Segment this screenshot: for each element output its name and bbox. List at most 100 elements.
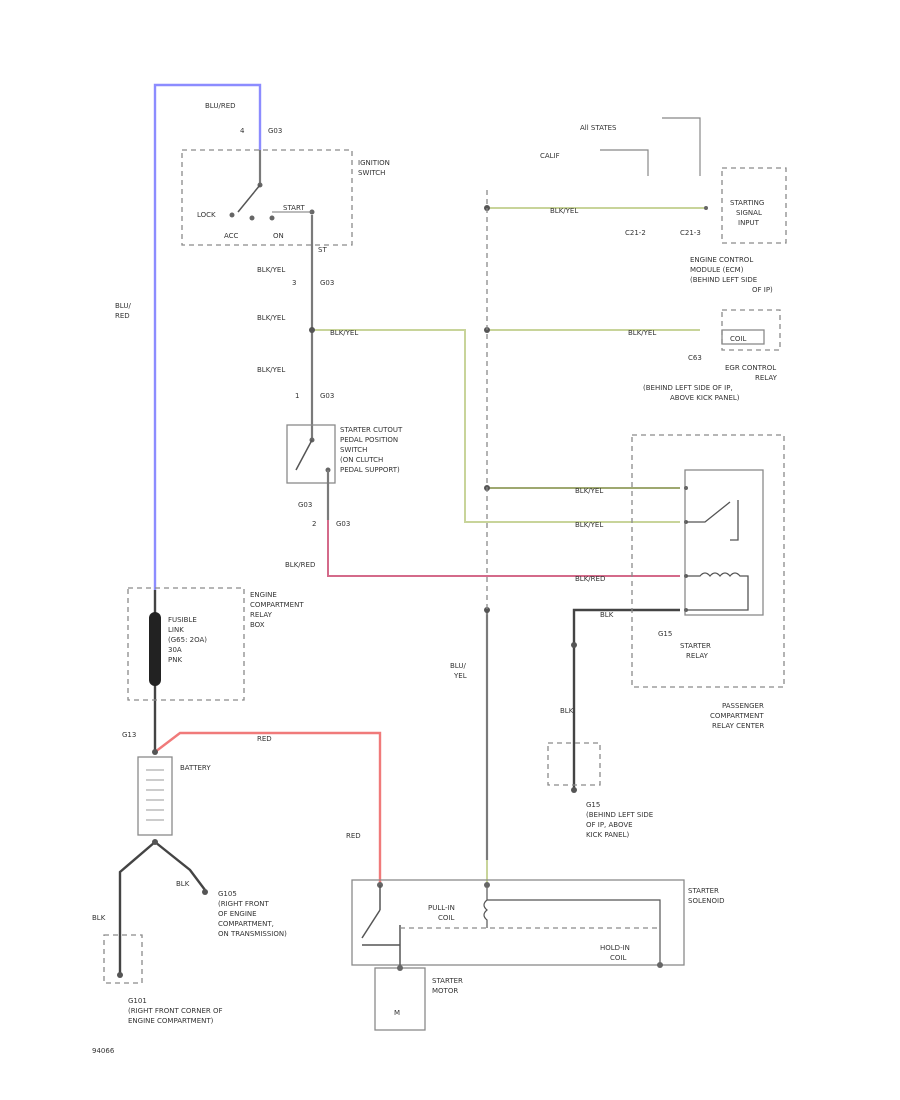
labels: BLU/RED 4 G03 IGNITION SWITCH LOCK START… (92, 102, 778, 1055)
solenoid-box (351, 879, 685, 966)
label-egr-relay-2: RELAY (755, 374, 778, 382)
label-blu-yel-2: YEL (453, 672, 467, 680)
splices (152, 205, 577, 845)
blk-yel-egr-wire (312, 329, 680, 523)
blk-red-wire (327, 520, 680, 577)
label-ignition-switch-1: IGNITION (358, 159, 390, 167)
ignition-switch-box (181, 149, 353, 246)
label-hold-in-1: HOLD-IN (600, 944, 630, 952)
relay-contact (686, 501, 731, 523)
label-g105-2: (RIGHT FRONT (218, 900, 269, 908)
label-pull-in-1: PULL-IN (428, 904, 455, 912)
label-relay-wire-2: BLK/YEL (575, 521, 603, 529)
relay-center-box (631, 434, 785, 688)
label-starter-cutout-1: STARTER CUTOUT (340, 426, 403, 434)
label-g15-box: G15 (586, 801, 600, 809)
label-blu-yel-1: BLU/ (450, 662, 466, 670)
relay-terminal (684, 486, 688, 490)
label-ecm-box-1: STARTING (730, 199, 764, 207)
label-g15-note-3: KICK PANEL) (586, 831, 629, 839)
splice-dot (571, 642, 577, 648)
label-ignition-switch-2: SWITCH (358, 169, 385, 177)
label-g101-3: ENGINE COMPARTMENT) (128, 1017, 214, 1025)
label-g15-note-2: OF IP, ABOVE (586, 821, 633, 829)
label-relay-wire-1: BLK/YEL (575, 487, 603, 495)
ecm-terminal (704, 206, 708, 210)
fusible-link (149, 612, 161, 686)
label-passenger-center-1: PASSENGER (722, 702, 764, 710)
splice-dot (152, 749, 158, 755)
label-pull-in-2: COIL (438, 914, 454, 922)
starter-relay (631, 434, 785, 688)
g105-ground-dot (202, 889, 208, 895)
label-starter-motor-1: STARTER (432, 977, 463, 985)
label-starter-cutout-4: (ON CLUTCH (340, 456, 383, 464)
label-st: ST (318, 246, 327, 254)
solenoid-s-terminal (484, 882, 490, 888)
ecm (600, 117, 787, 244)
blk-ground-g101-wire (118, 841, 156, 975)
label-g03-b: G03 (336, 520, 350, 528)
label-ecm-2: MODULE (ECM) (690, 266, 744, 274)
ignition-blade (237, 184, 261, 213)
label-g03-top: G03 (268, 127, 282, 135)
label-fusible-4: 30A (168, 646, 182, 654)
label-blk-yel-egr: BLK/YEL (628, 329, 656, 337)
label-engine-box-4: BOX (250, 621, 265, 629)
label-engine-box-1: ENGINE (250, 591, 277, 599)
label-on: ON (273, 232, 284, 240)
label-term-4: 4 (240, 127, 245, 135)
starter-relay-box (684, 469, 764, 616)
label-egr-relay-1: EGR CONTROL (725, 364, 776, 372)
label-term-1: 1 (295, 392, 299, 400)
label-g03-a: G03 (298, 501, 312, 509)
label-passenger-center-2: COMPARTMENT (710, 712, 764, 720)
pull-in-coil (483, 888, 488, 928)
relay-contact-return (730, 500, 739, 541)
ignition-switch (181, 149, 353, 246)
label-coil: COIL (730, 335, 746, 343)
ignition-contact (229, 212, 235, 218)
label-relay-wire-3: BLK/RED (575, 575, 605, 583)
label-blk-yel-1: BLK/YEL (257, 266, 285, 274)
label-passenger-center-3: RELAY CENTER (712, 722, 764, 730)
label-engine-box-2: COMPARTMENT (250, 601, 304, 609)
motor-box (374, 967, 426, 1031)
label-c21-2: C21-2 (625, 229, 646, 237)
label-g105-1: G105 (218, 890, 237, 898)
label-blk-g101: BLK (92, 914, 106, 922)
starter-motor (374, 965, 426, 1031)
label-g03-mid: G03 (320, 279, 334, 287)
label-blk-relay: BLK (600, 611, 614, 619)
label-footer: 94066 (92, 1047, 115, 1055)
battery (137, 756, 173, 836)
label-ecm-1: ENGINE CONTROL (690, 256, 753, 264)
label-blu-red-side-1: BLU/ (115, 302, 131, 310)
ecm-box (721, 167, 787, 244)
label-all-states: All STATES (580, 124, 617, 132)
label-g105-4: COMPARTMENT, (218, 920, 274, 928)
g101-ground-dot (117, 972, 123, 978)
battery-case (137, 756, 173, 836)
label-g101-2: (RIGHT FRONT CORNER OF (128, 1007, 223, 1015)
label-g105-5: ON TRANSMISSION) (218, 930, 287, 938)
blk-relay-ground-wire (572, 608, 680, 790)
label-fusible-5: PNK (168, 656, 182, 664)
label-c21-3: C21-3 (680, 229, 701, 237)
label-egr-relay-3: (BEHIND LEFT SIDE OF IP, (643, 384, 733, 392)
label-blu-red-side-2: RED (115, 312, 130, 320)
egr-relay (721, 309, 781, 351)
starter-cutout-switch (286, 424, 336, 520)
label-starter-cutout-5: PEDAL SUPPORT) (340, 466, 400, 474)
label-g03-low: G03 (320, 392, 334, 400)
label-blk-yel-ecm: BLK/YEL (550, 207, 578, 215)
blk-ground-g105-wire (154, 841, 206, 891)
g15-ground-box (547, 742, 601, 786)
hold-in-coil-wire (487, 899, 661, 965)
red-battery-cable (154, 731, 382, 885)
label-g101-1: G101 (128, 997, 147, 1005)
label-engine-box-3: RELAY (250, 611, 273, 619)
starter-solenoid (351, 879, 685, 968)
motor-terminal (397, 965, 403, 971)
